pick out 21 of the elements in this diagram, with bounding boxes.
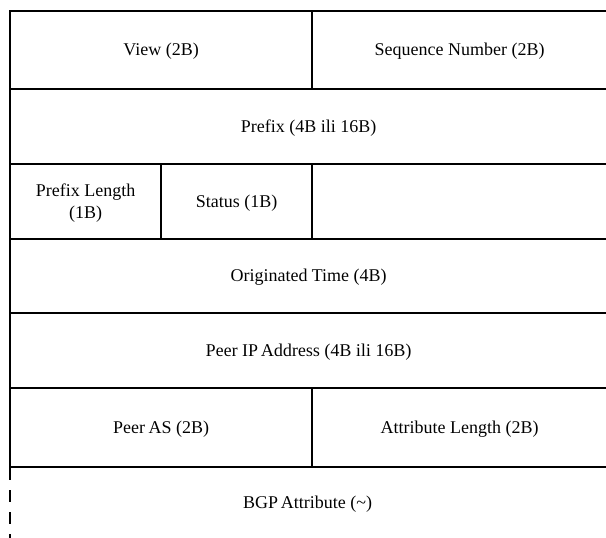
field-label: Prefix Length (1B) — [34, 180, 136, 224]
field-label: Status (1B) — [196, 190, 278, 212]
field-cell — [9, 312, 606, 387]
field-cell — [9, 10, 311, 88]
field-label: BGP Attribute (~) — [242, 492, 372, 514]
field-label: Peer AS (2B) — [113, 416, 209, 438]
field-cell — [9, 387, 311, 466]
open-field-cell — [9, 466, 606, 538]
field-cell — [311, 387, 606, 466]
field-cell — [9, 88, 606, 163]
field-label: Originated Time (4B) — [230, 265, 386, 287]
field-label: Peer IP Address (4B ili 16B) — [206, 340, 412, 362]
field-cell — [9, 238, 606, 312]
field-cell — [160, 163, 311, 238]
field-cell — [9, 163, 160, 238]
field-cell — [311, 10, 606, 88]
field-label: View (2B) — [123, 39, 199, 61]
field-label: Sequence Number (2B) — [374, 39, 544, 61]
empty-field-cell — [311, 163, 606, 238]
field-label: Attribute Length (2B) — [380, 416, 538, 438]
field-label: Prefix (4B ili 16B) — [240, 116, 376, 138]
